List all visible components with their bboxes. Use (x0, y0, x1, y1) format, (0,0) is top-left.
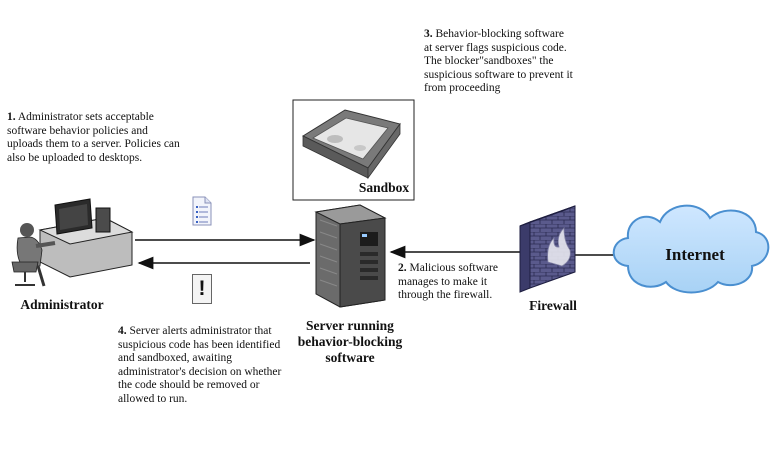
step-3-number: 3. (424, 28, 433, 40)
step-4-note: 4. Server alerts administrator that susp… (118, 325, 290, 407)
firewall-icon (519, 205, 576, 293)
step-3-text: Behavior-blocking software at server fla… (424, 28, 573, 95)
step-3-note: 3. Behavior-blocking software at server … (424, 28, 574, 96)
step-2-number: 2. (398, 262, 407, 274)
sandbox-label: Sandbox (358, 180, 410, 195)
internet-cloud-icon (612, 204, 770, 294)
step-2-text: Malicious software manages to make it th… (398, 262, 498, 302)
step-2-note: 2. Malicious software manages to make it… (398, 262, 516, 303)
sandbox-icon (292, 99, 415, 201)
administrator-workstation-icon (11, 198, 134, 287)
step-4-number: 4. (118, 325, 127, 337)
step-4-text: Server alerts administrator that suspici… (118, 325, 282, 405)
server-label: Server running behavior-blocking softwar… (297, 318, 403, 365)
alert-glyph: ! (198, 277, 206, 300)
administrator-label: Administrator (20, 297, 104, 312)
step-1-text: Administrator sets acceptable software b… (7, 111, 180, 164)
alert-icon: ! (192, 274, 212, 304)
internet-label: Internet (665, 245, 725, 264)
firewall-label: Firewall (529, 298, 577, 313)
step-1-number: 1. (7, 111, 16, 123)
server-icon (314, 204, 387, 308)
step-1-note: 1. Administrator sets acceptable softwar… (7, 111, 185, 165)
policy-document-icon (192, 196, 212, 226)
